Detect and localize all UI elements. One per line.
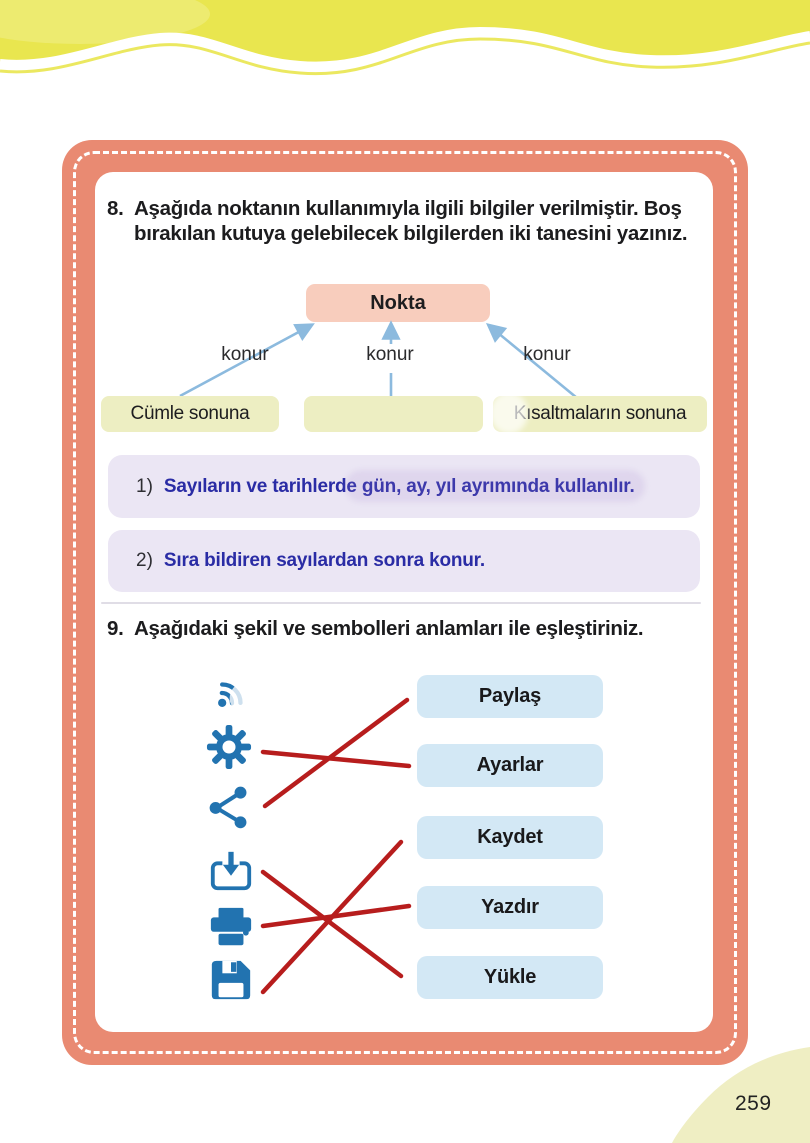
question-9-number: 9. xyxy=(107,617,124,640)
diagram-edge-label-2: konur xyxy=(366,344,414,365)
question-8-number: 8. xyxy=(107,197,124,220)
page-number: 259 xyxy=(735,1092,772,1115)
eraser-smudge xyxy=(490,392,528,434)
answer-2-text: Sıra bildiren sayılardan sonra konur. xyxy=(163,550,485,571)
question-8-text-line1: Aşağıda noktanın kullanımıyla ilgili bil… xyxy=(134,197,682,220)
dashed-border xyxy=(73,151,737,1054)
question-8-heading: 8. Aşağıda noktanın kullanımıyla ilgili … xyxy=(107,196,703,246)
match-label-kaydet: Kaydet xyxy=(417,816,603,859)
diagram-edge-label-3: konur xyxy=(523,344,571,365)
content-panel: 8. Aşağıda noktanın kullanımıyla ilgili … xyxy=(95,172,713,1032)
match-line-save-kaydet xyxy=(260,839,404,995)
section-divider xyxy=(101,602,701,604)
answer-row-2: 2) Sıra bildiren sayılardan sonra konur. xyxy=(108,530,700,592)
question-9-text: Aşağıdaki şekil ve sembolleri anlamları … xyxy=(134,617,644,640)
match-label-ayarlar: Ayarlar xyxy=(417,744,603,787)
answer-1-marker: 1) xyxy=(136,475,153,497)
match-line-download-yukle xyxy=(260,869,404,979)
gear-icon xyxy=(206,724,252,770)
save-icon xyxy=(208,957,254,1003)
answer-row-1: 1) Sayıların ve tarihlerde gün, ay, yıl … xyxy=(108,455,700,518)
match-label-yazdir: Yazdır xyxy=(417,886,603,929)
download-icon xyxy=(208,848,254,894)
printer-icon xyxy=(208,904,254,950)
handwriting-smudge xyxy=(345,470,645,502)
diagram-leaf-box-kisaltma: Kısaltmaların sonuna xyxy=(493,396,707,432)
answer-1-text: Sayıların ve tarihlerde gün, ay, yıl ayr… xyxy=(163,475,635,497)
match-line-printer-yazdir xyxy=(260,903,412,929)
match-label-yukle: Yükle xyxy=(417,956,603,999)
content-frame: 8. Aşağıda noktanın kullanımıyla ilgili … xyxy=(62,140,748,1065)
diagram-edge-label-1: konur xyxy=(221,344,269,365)
question-9-heading: 9. Aşağıdaki şekil ve sembolleri anlamla… xyxy=(107,616,703,641)
match-lines xyxy=(260,697,412,995)
match-label-paylas: Paylaş xyxy=(417,675,603,718)
header-wave-decoration xyxy=(0,0,810,76)
wifi-icon xyxy=(209,670,255,716)
share-icon xyxy=(206,784,252,830)
diagram-leaf-box-cumle: Cümle sonuna xyxy=(101,396,279,432)
page-corner-decoration xyxy=(672,1047,810,1143)
diagram-root-box: Nokta xyxy=(306,284,490,322)
diagram-leaf-box-empty xyxy=(304,396,483,432)
match-line-share-paylas xyxy=(262,697,410,809)
diagram-root-label: Nokta xyxy=(370,291,426,314)
answer-2-marker: 2) xyxy=(136,550,153,571)
match-line-gear-ayarlar xyxy=(260,749,412,769)
question-8-text-line2: bırakılan kutuya gelebilecek bilgilerden… xyxy=(134,222,688,245)
